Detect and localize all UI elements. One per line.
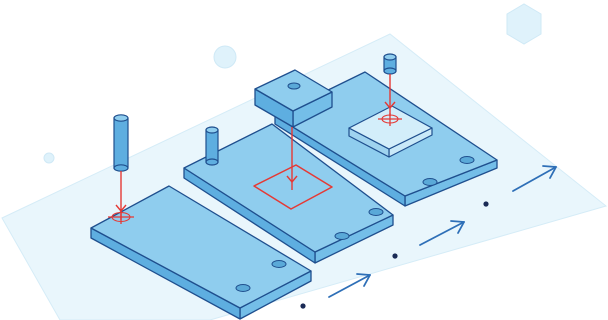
pin-icon — [114, 115, 128, 171]
circle-decoration-large — [214, 46, 236, 68]
slab-3-hole-2 — [460, 157, 474, 164]
flow-dot-1 — [300, 303, 305, 308]
floating-block-hole — [288, 83, 300, 89]
pin-icon — [206, 127, 218, 165]
slab-2-hole-2 — [369, 209, 383, 216]
slab-1-hole-1 — [236, 285, 250, 292]
slab-3-hole-1 — [423, 179, 437, 186]
pin-icon — [384, 54, 396, 74]
slab-1-hole-2 — [272, 261, 286, 268]
flow-dot-3 — [483, 201, 488, 206]
flow-dot-2 — [392, 253, 397, 258]
circle-decoration-small — [44, 153, 54, 163]
slab-2-hole-1 — [335, 233, 349, 240]
hexagon-decoration-icon — [507, 4, 541, 44]
